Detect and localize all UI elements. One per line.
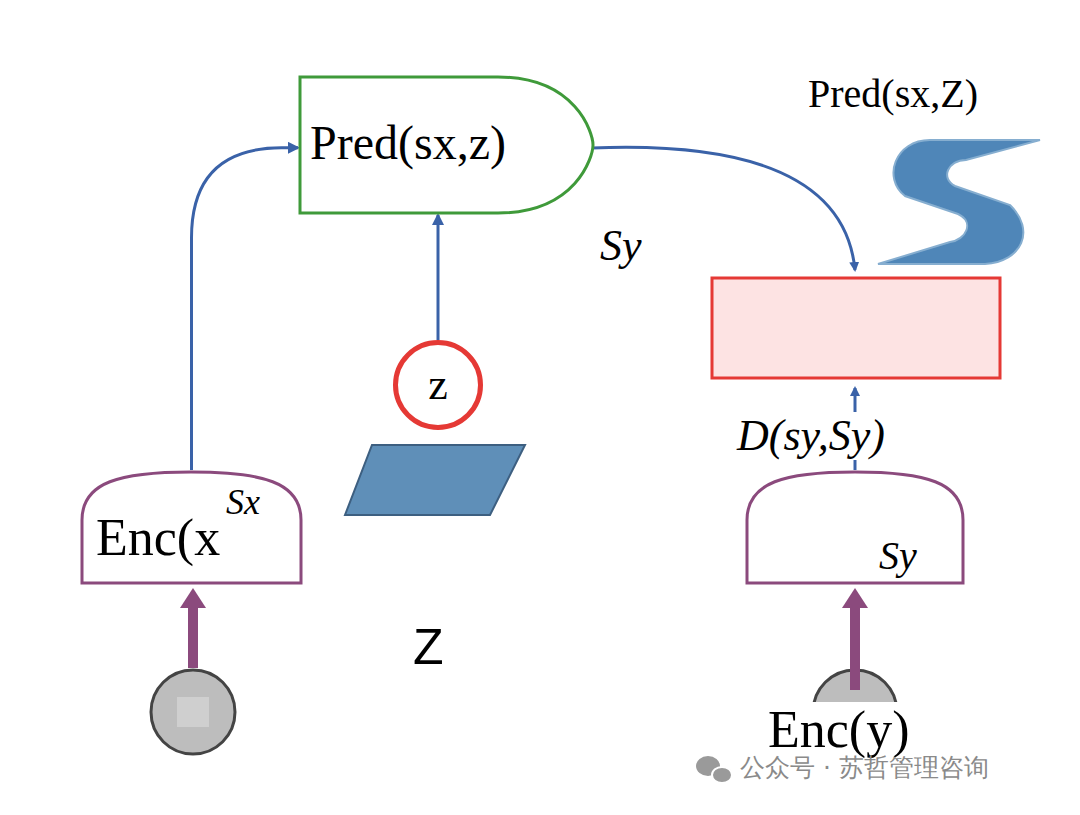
wechat-icon bbox=[696, 756, 732, 783]
variable-label: Z bbox=[413, 622, 444, 672]
input-arrow bbox=[850, 606, 860, 690]
input-x-inner bbox=[177, 697, 209, 727]
watermark: 公众号 · 苏哲管理咨询 bbox=[740, 755, 989, 780]
latent-plane bbox=[345, 445, 525, 515]
encoder-y: Sy bbox=[745, 470, 965, 585]
node-text: Enc(x bbox=[96, 512, 220, 564]
node-text: z bbox=[428, 363, 448, 407]
encoder-y-shape bbox=[747, 472, 963, 583]
s-logo bbox=[878, 140, 1040, 264]
input-arrow-head bbox=[842, 588, 868, 608]
encoder-y-outline bbox=[745, 470, 965, 585]
energy-box bbox=[712, 278, 1000, 378]
input-arrow-head bbox=[180, 588, 206, 608]
variable-label: Sy bbox=[600, 224, 642, 268]
energy-label: D(sy,Sy) bbox=[733, 412, 889, 460]
latent-circle-shape bbox=[396, 343, 481, 428]
node-text: Pred(sx,z) bbox=[310, 119, 506, 167]
prediction-arrow bbox=[592, 147, 855, 270]
input-arrow bbox=[188, 606, 198, 668]
node-text: Sx bbox=[226, 484, 260, 520]
predictor-box: Pred(sx,z) bbox=[298, 75, 595, 215]
flow-arrow bbox=[437, 215, 440, 340]
encoder-x-shape bbox=[82, 472, 301, 583]
node-text: Sy bbox=[879, 536, 917, 576]
latent-circle: z bbox=[393, 340, 483, 430]
encoder-x: Enc(xSx bbox=[80, 470, 303, 585]
input-x bbox=[151, 670, 235, 754]
flow-arrow bbox=[192, 148, 299, 470]
formula-label: Pred(sx,Z) bbox=[808, 74, 978, 114]
predictor-box-shape bbox=[300, 77, 593, 213]
encoder-label: Enc(y) bbox=[764, 702, 913, 758]
